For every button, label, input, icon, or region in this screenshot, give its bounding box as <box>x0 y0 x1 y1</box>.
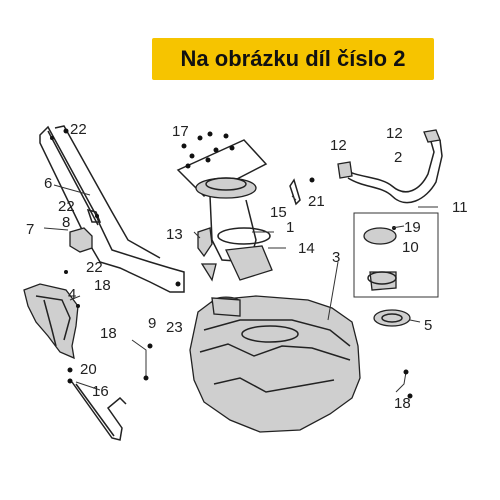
callout-23: 23 <box>166 319 183 336</box>
fuel-tank-part-3 <box>189 295 361 433</box>
callout-15: 15 <box>270 204 287 221</box>
callout-8: 8 <box>62 214 70 231</box>
callout-22: 22 <box>58 198 75 215</box>
callout-22: 22 <box>86 259 103 276</box>
callout-6: 6 <box>44 175 52 192</box>
callout-3: 3 <box>332 249 340 266</box>
callout-9: 9 <box>148 315 156 332</box>
callout-5: 5 <box>424 317 432 334</box>
side-bracket-part-4 <box>23 270 80 360</box>
cable-part-16 <box>67 367 127 441</box>
callout-21: 21 <box>308 193 325 210</box>
callout-1: 1 <box>286 219 294 236</box>
fastener-dots <box>143 281 413 399</box>
highlight-banner: Na obrázku díl číslo 2 <box>152 38 434 80</box>
callout-2: 2 <box>394 149 402 166</box>
callout-22: 22 <box>70 121 87 138</box>
callout-7: 7 <box>26 221 34 238</box>
callout-labels: 22 6 22 8 7 22 18 4 9 23 17 13 15 21 1 1… <box>26 121 468 412</box>
callout-10: 10 <box>402 239 419 256</box>
callout-12: 12 <box>386 125 403 142</box>
callout-18: 18 <box>394 395 411 412</box>
callout-18: 18 <box>94 277 111 294</box>
callout-17: 17 <box>172 123 189 140</box>
callout-11: 11 <box>452 199 468 216</box>
callout-13: 13 <box>166 226 183 243</box>
callout-14: 14 <box>298 240 315 257</box>
callout-20: 20 <box>80 361 97 378</box>
filler-cap-group-11 <box>353 212 439 327</box>
banner-text: Na obrázku díl číslo 2 <box>180 46 406 71</box>
callout-18: 18 <box>100 325 117 342</box>
callout-19: 19 <box>404 219 421 236</box>
breather-tube-assembly <box>39 125 185 293</box>
callout-16: 16 <box>92 383 109 400</box>
callout-12: 12 <box>330 137 347 154</box>
fuel-pump-assembly <box>176 131 315 282</box>
fuel-hose-part-2 <box>337 129 443 204</box>
callout-4: 4 <box>68 286 76 303</box>
leader-lines <box>43 184 438 393</box>
